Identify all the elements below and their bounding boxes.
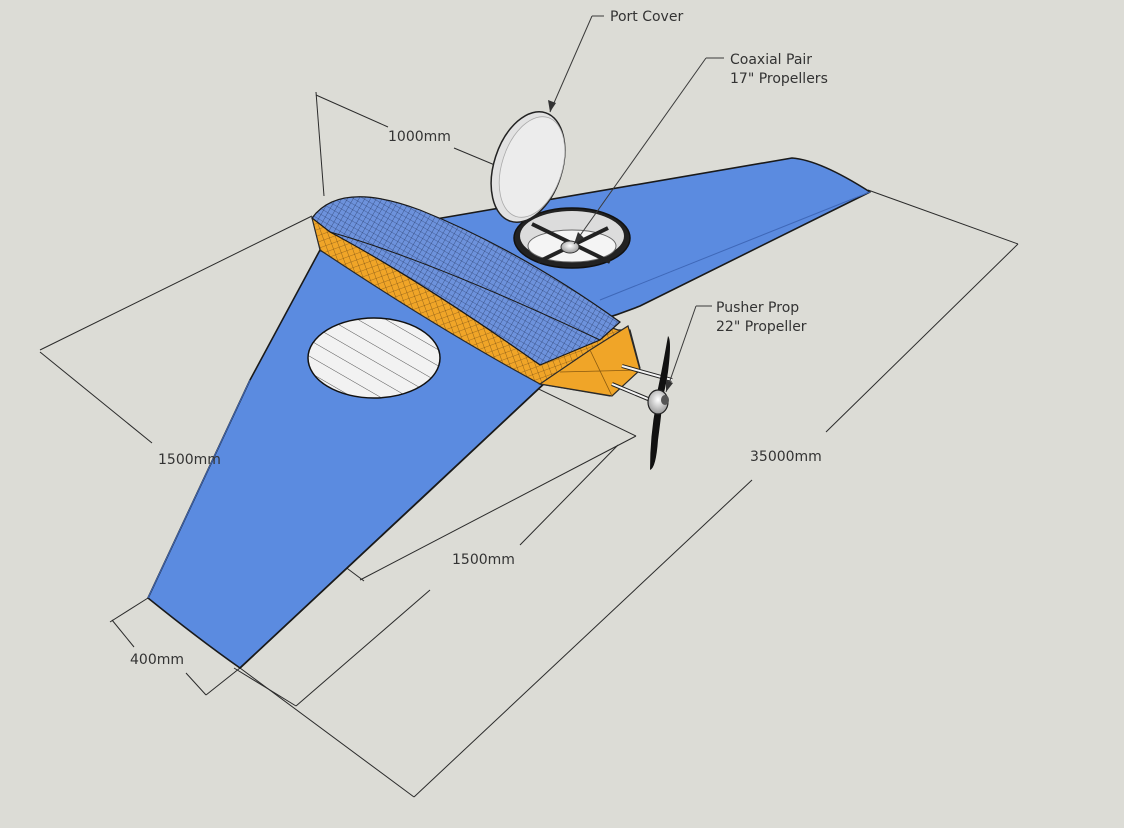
callout-port-cover: Port Cover xyxy=(610,9,683,25)
leader-arrowheads xyxy=(548,100,673,392)
dim-wing-root-chord: 1500mm xyxy=(158,452,221,468)
dimension-lines xyxy=(39,91,1019,798)
left-wing-port xyxy=(307,317,441,399)
pusher-propeller xyxy=(611,336,673,470)
dim-wingtip-chord: 400mm xyxy=(130,652,184,668)
dim-overall-span: 35000mm xyxy=(750,449,822,465)
callout-pusher-line1: Pusher Prop xyxy=(716,300,799,316)
port-cover-disc xyxy=(490,111,566,223)
dim-fuselage-length: 1000mm xyxy=(388,129,451,145)
fuselage xyxy=(311,196,641,397)
callout-leaders xyxy=(549,15,724,393)
dim-wing-span-left: 1500mm xyxy=(452,552,515,568)
callout-coaxial-line1: Coaxial Pair xyxy=(730,52,812,68)
callout-coaxial-line2: 17" Propellers xyxy=(730,71,828,87)
callout-pusher-line2: 22" Propeller xyxy=(716,319,807,335)
coaxial-fan xyxy=(513,207,631,269)
